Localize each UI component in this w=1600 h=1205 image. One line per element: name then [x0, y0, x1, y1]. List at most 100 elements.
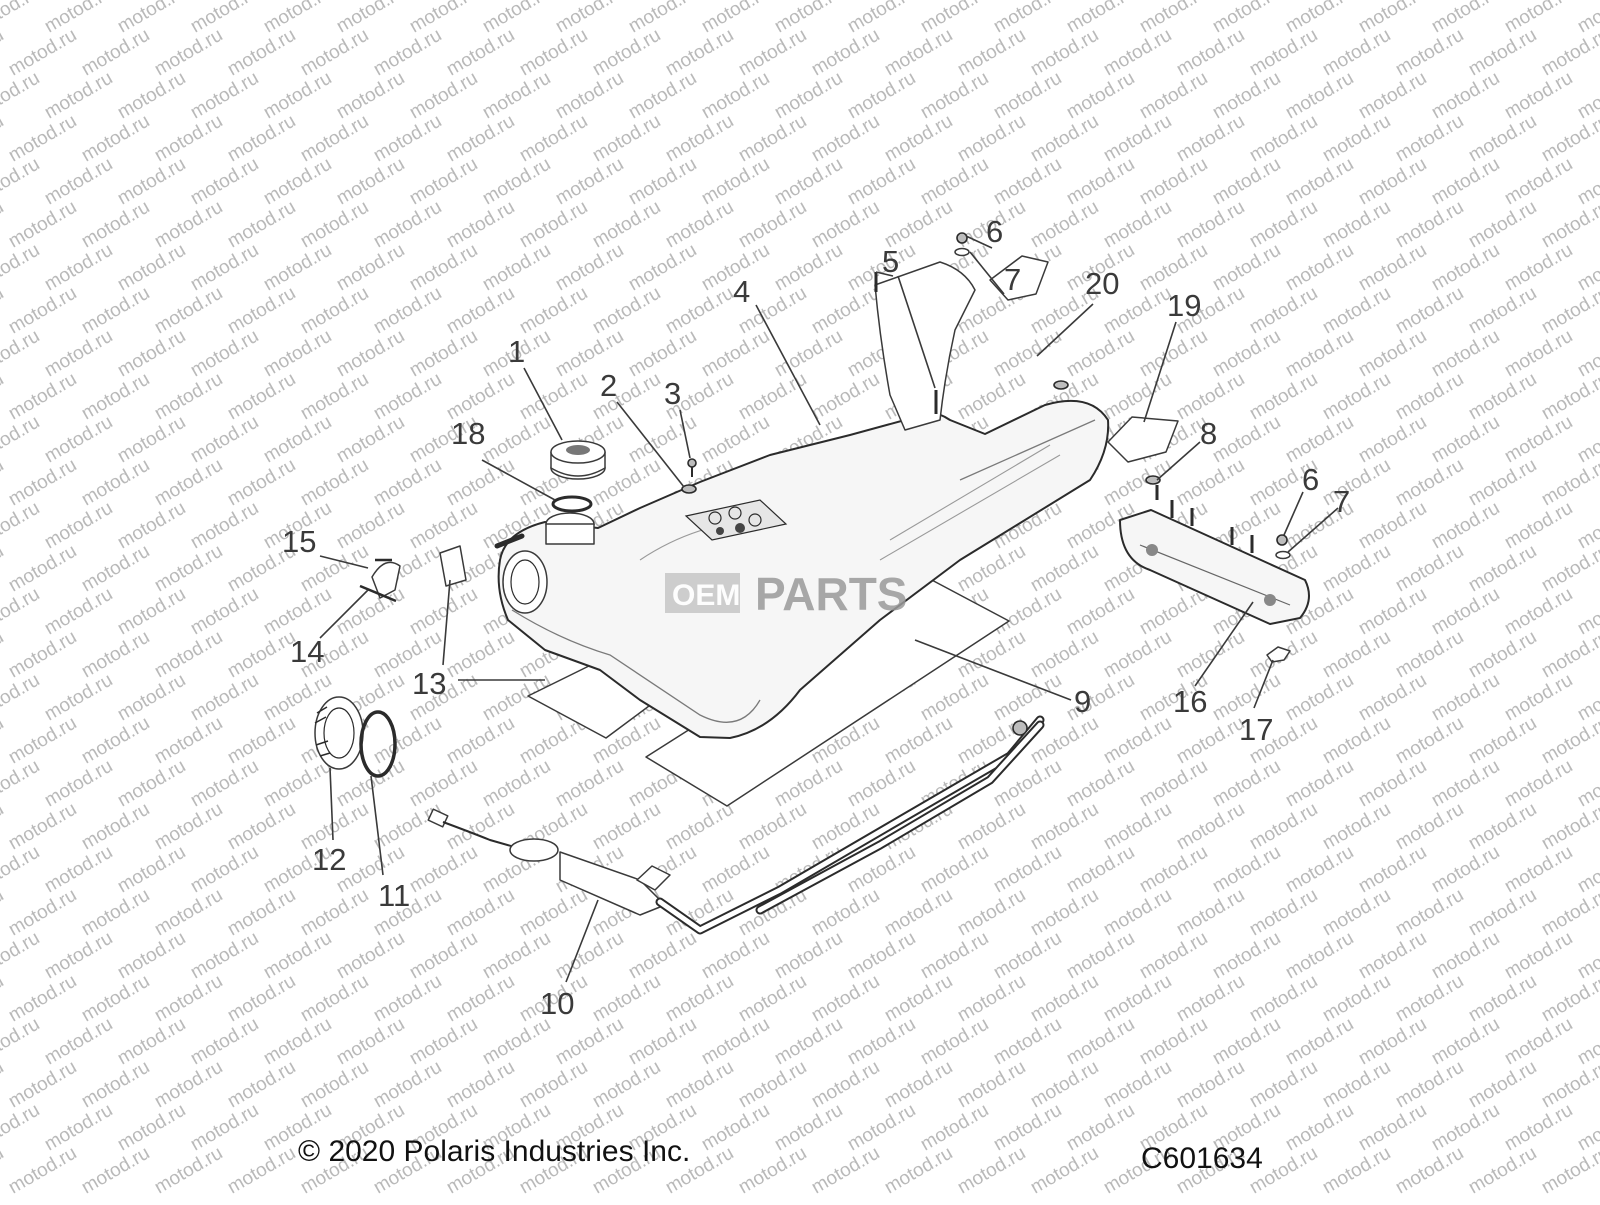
screw-3 [687, 458, 697, 477]
watermark-text: motod.ru [297, 25, 372, 81]
watermark-text: motod.ru [151, 111, 226, 167]
watermark-text: motod.ru [260, 584, 335, 640]
studs-5 [874, 272, 938, 414]
callout-18: 18 [451, 416, 485, 451]
watermark-text: motod.ru [187, 842, 262, 898]
watermark-text: motod.ru [881, 713, 956, 769]
watermark-text: motod.ru [1209, 412, 1284, 468]
watermark-text: motod.ru [1063, 1014, 1138, 1070]
watermark-text: motod.ru [1173, 713, 1248, 769]
watermark-text: motod.ru [1173, 799, 1248, 855]
watermark-text: motod.ru [1465, 971, 1540, 1027]
watermark-text: motod.ru [1465, 885, 1540, 941]
watermark-text: motod.ru [41, 240, 116, 296]
watermark-text: motod.ru [1100, 627, 1175, 683]
watermark-text: motod.ru [443, 885, 518, 941]
watermark-text: motod.ru [1136, 326, 1211, 382]
watermark-text: motod.ru [5, 627, 80, 683]
watermark-text: motod.ru [1501, 928, 1576, 984]
watermark-text: motod.ru [260, 0, 335, 37]
watermark-text: motod.ru [1538, 111, 1600, 167]
watermark-text: motod.ru [917, 928, 992, 984]
watermark-text: motod.ru [1246, 971, 1321, 1027]
watermark-text: motod.ru [333, 154, 408, 210]
watermark-text: motod.ru [370, 197, 445, 253]
watermark-text: motod.ru [1100, 885, 1175, 941]
watermark-text: motod.ru [917, 68, 992, 124]
watermark-text: motod.ru [1100, 971, 1175, 1027]
watermark-text: motod.ru [1027, 25, 1102, 81]
watermark-text: motod.ru [1428, 1100, 1503, 1156]
callout-19: 19 [1167, 288, 1201, 323]
callout-14: 14 [290, 634, 324, 669]
watermark-text: motod.ru [844, 756, 919, 812]
watermark-text: motod.ru [0, 971, 7, 1027]
copyright-text: © 2020 Polaris Industries Inc. [298, 1135, 690, 1168]
watermark-text: motod.ru [406, 1014, 481, 1070]
grommet-near-20 [1053, 380, 1069, 390]
watermark-text: motod.ru [1136, 928, 1211, 984]
watermark-text: motod.ru [1100, 713, 1175, 769]
watermark-text: motod.ru [260, 326, 335, 382]
watermark-text: motod.ru [808, 197, 883, 253]
watermark-text: motod.ru [370, 799, 445, 855]
watermark-text: motod.ru [443, 455, 518, 511]
watermark-text: motod.ru [990, 584, 1065, 640]
watermark-text: motod.ru [1173, 111, 1248, 167]
watermark-text: motod.ru [114, 842, 189, 898]
watermark-text: motod.ru [1136, 1014, 1211, 1070]
watermark-text: motod.ru [114, 670, 189, 726]
watermark-text: motod.ru [41, 584, 116, 640]
watermark-text: motod.ru [1209, 326, 1284, 382]
watermark-text: motod.ru [1465, 369, 1540, 425]
watermark-text: motod.ru [260, 68, 335, 124]
watermark-text: motod.ru [662, 25, 737, 81]
watermark-text: motod.ru [406, 68, 481, 124]
watermark-text: motod.ru [187, 498, 262, 554]
watermark-text: motod.ru [1538, 283, 1600, 339]
watermark-text: motod.ru [698, 928, 773, 984]
watermark-text: motod.ru [5, 971, 80, 1027]
watermark-text: motod.ru [0, 541, 7, 597]
watermark-text: motod.ru [370, 283, 445, 339]
watermark-text: motod.ru [1209, 240, 1284, 296]
watermark-text: motod.ru [808, 885, 883, 941]
watermark-text: motod.ru [1355, 842, 1430, 898]
watermark-text: motod.ru [1100, 25, 1175, 81]
watermark-text: motod.ru [698, 154, 773, 210]
watermark-text: motod.ru [1319, 197, 1394, 253]
watermark-text: motod.ru [808, 111, 883, 167]
watermark-text: motod.ru [1063, 326, 1138, 382]
label-13 [439, 545, 467, 587]
watermark-text: motod.ru [662, 197, 737, 253]
watermark-text: motod.ru [1319, 369, 1394, 425]
watermark-text: motod.ru [1319, 25, 1394, 81]
watermark-text: motod.ru [0, 1143, 7, 1199]
watermark-text: motod.ru [78, 1143, 153, 1199]
watermark-text: motod.ru [333, 0, 408, 37]
watermark-text: motod.ru [333, 1014, 408, 1070]
watermark-text: motod.ru [1501, 154, 1576, 210]
watermark-text: motod.ru [151, 283, 226, 339]
watermark-text: motod.ru [224, 971, 299, 1027]
watermark-text: motod.ru [735, 197, 810, 253]
watermark-text: motod.ru [1355, 1014, 1430, 1070]
watermark-text: motod.ru [625, 154, 700, 210]
watermark-text: motod.ru [187, 326, 262, 382]
watermark-text: motod.ru [1538, 971, 1600, 1027]
watermark-text: motod.ru [5, 885, 80, 941]
watermark-text: motod.ru [0, 455, 7, 511]
watermark-text: motod.ru [333, 326, 408, 382]
watermark-text: motod.ru [881, 1057, 956, 1113]
watermark-text: motod.ru [479, 928, 554, 984]
callout-1: 1 [508, 334, 525, 369]
watermark-text: motod.ru [1100, 455, 1175, 511]
watermark-text: motod.ru [224, 1057, 299, 1113]
watermark-text: motod.ru [114, 498, 189, 554]
watermark-text: motod.ru [224, 455, 299, 511]
watermark-text: motod.ru [1538, 1143, 1600, 1199]
watermark-text: motod.ru [297, 971, 372, 1027]
watermark-text: motod.ru [114, 154, 189, 210]
watermark-text: motod.ru [1282, 670, 1357, 726]
